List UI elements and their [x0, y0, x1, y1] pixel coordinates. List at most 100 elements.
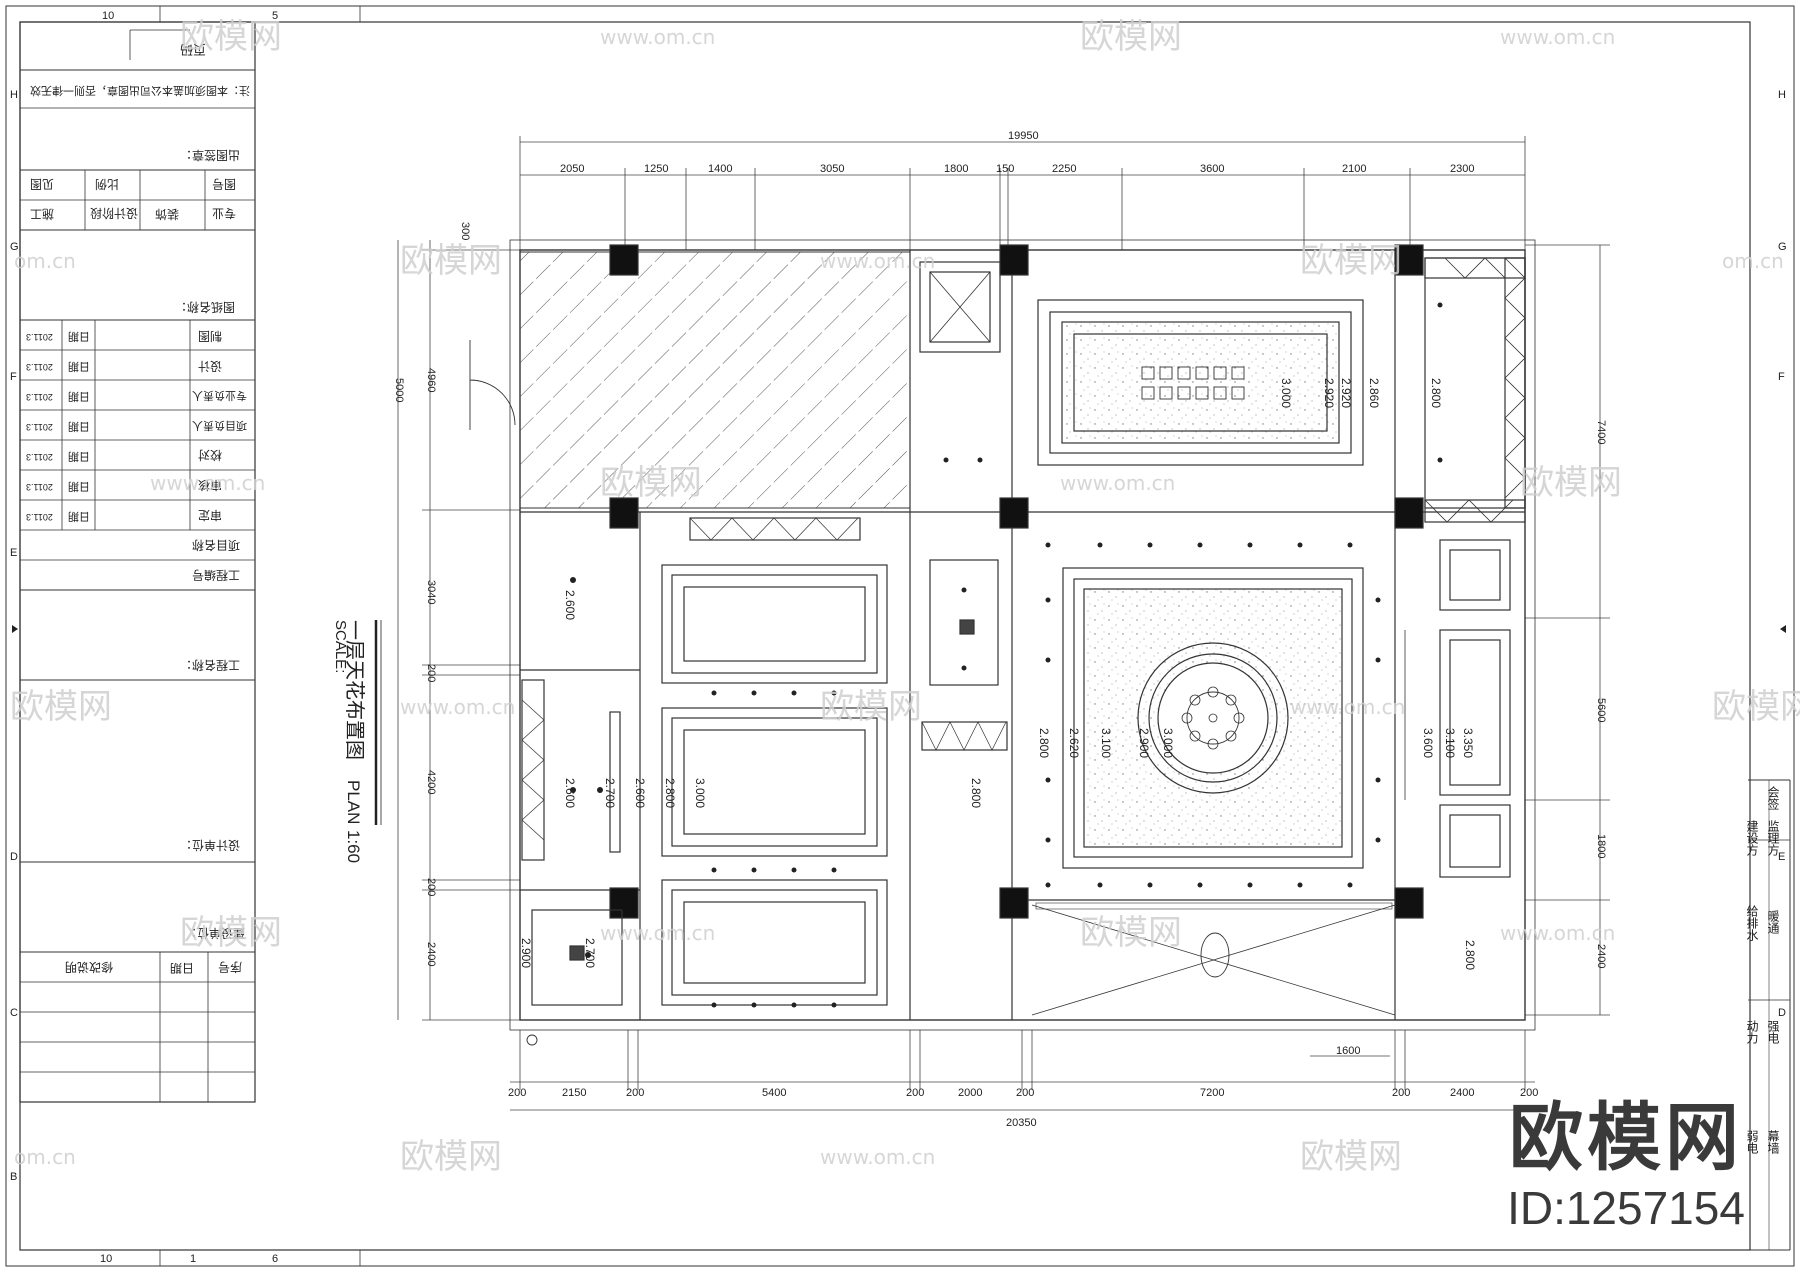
- dimension-lines: [397, 136, 1610, 1111]
- watermark-url-5: om.cn: [1722, 249, 1784, 273]
- brand-name: 欧模网: [1509, 1095, 1743, 1181]
- dim-left-3: 5000: [393, 378, 405, 402]
- dim-top-total: 19950: [1008, 130, 1039, 142]
- strip-label-1: 建设方: [1745, 820, 1759, 857]
- watermark-url-10: www.om.cn: [600, 921, 715, 945]
- height-label-9: 2.800: [969, 778, 983, 808]
- dim-bottom-9: 200: [1392, 1087, 1410, 1099]
- brand-id: ID:1257154: [1507, 1182, 1745, 1234]
- title-block-note: 注：本图须加盖本公司出图章，否则一律无效: [30, 84, 250, 98]
- watermark-brand-5: 欧模网: [600, 463, 702, 503]
- dim-right-3: 1800: [1595, 834, 1607, 858]
- watermark-url-6: www.om.cn: [150, 471, 265, 495]
- dim-bottom-3: 200: [626, 1087, 644, 1099]
- dim-bottom-2: 2150: [562, 1087, 586, 1099]
- height-label-17: 3.100: [1099, 728, 1113, 758]
- height-label-12: 2.920: [1339, 378, 1353, 408]
- sign-role-6: 审核: [198, 478, 222, 493]
- sign-date-label-7: 日期: [68, 510, 90, 523]
- plan-label: PLAN: [344, 780, 363, 824]
- watermark-url-13: www.om.cn: [820, 1145, 935, 1169]
- sign-date-1: 2011.3: [26, 332, 53, 342]
- major-value: 装饰: [155, 207, 179, 221]
- height-label-16: 2.620: [1067, 728, 1081, 758]
- dim-top-5: 1800: [944, 163, 968, 175]
- right-sign-strip: 建设方 监理方 会签 给排水 暖通 动力 强电 弱电 幕墙: [1745, 779, 1791, 1251]
- design-stage-value: 施工: [30, 207, 54, 221]
- scale-label-cell: 比例: [95, 177, 119, 191]
- sign-role-7: 审定: [198, 508, 222, 523]
- dim-left-2: 4960: [425, 368, 437, 392]
- center-arrow-left: [12, 625, 18, 633]
- height-label-7: 2.900: [519, 938, 533, 968]
- grid-mark-right-3: F: [1778, 371, 1785, 383]
- dim-top-8: 3600: [1200, 163, 1224, 175]
- height-label-21: 3.100: [1443, 728, 1457, 758]
- grid-marks-top: 10 5 10 1 6: [100, 6, 361, 1266]
- ceiling-plan: [469, 239, 1536, 1046]
- dim-right-4: 2400: [1595, 944, 1607, 968]
- watermark-brand-3: 欧模网: [400, 241, 502, 281]
- height-label-14: 2.800: [1429, 378, 1443, 408]
- revision-header-note: 修改说明: [65, 960, 113, 975]
- watermarks: 欧模网 欧模网 www.om.cn www.om.cn 欧模网 欧模网 om.c…: [10, 17, 1800, 1177]
- dim-right-1: 7400: [1595, 420, 1607, 444]
- light-fixtures: [570, 302, 1443, 1008]
- project-no-label: 工程编号: [192, 568, 240, 583]
- grid-mark-bottom-3: 6: [272, 1253, 278, 1265]
- sign-role-1: 制图: [198, 329, 222, 343]
- watermark-url-1: www.om.cn: [600, 25, 715, 49]
- plan-scale-label: SCALE:: [332, 620, 349, 673]
- drawing-name-label: 图纸名称：: [175, 300, 235, 315]
- height-label-10: 3.000: [1279, 378, 1293, 408]
- watermark-brand-13: 欧模网: [1300, 1137, 1402, 1177]
- grid-marks-sides: H G F E D C B H G F E D: [10, 89, 1787, 1183]
- sign-date-3: 2011.3: [26, 392, 53, 402]
- sign-rows: 制图 日期 2011.3 设计 日期 2011.3 专业负责人 日期 2011.…: [20, 320, 255, 591]
- plan-title-block: 一层天花布置图 PLAN 1:60 SCALE:: [332, 620, 382, 863]
- height-label-5: 2.800: [663, 778, 677, 808]
- hatched-zone: [519, 251, 911, 509]
- height-label-6: 3.000: [693, 778, 707, 808]
- dim-left-6: 4200: [425, 770, 437, 794]
- dim-left-5: 200: [425, 664, 437, 682]
- watermark-url-2: www.om.cn: [1500, 25, 1615, 49]
- height-label-15: 2.800: [1037, 728, 1051, 758]
- watermark-brand-12: 欧模网: [400, 1137, 502, 1177]
- dim-bottom-sub: 1600: [1336, 1045, 1360, 1057]
- sign-date-label-2: 日期: [68, 360, 90, 373]
- dim-bottom-10: 2400: [1450, 1087, 1474, 1099]
- sign-role-2: 设计: [198, 359, 222, 373]
- construction-unit-label: 建设单位：: [185, 926, 245, 941]
- sign-date-6: 2011.3: [26, 482, 53, 492]
- strip-label-2: 监理方: [1766, 820, 1780, 857]
- watermark-brand-8: 欧模网: [820, 687, 922, 727]
- title-block: 页码 注：本图须加盖本公司出图章，否则一律无效 出图签章： 专业 装饰 设计阶段…: [19, 21, 256, 1103]
- scale-value-cell: 见图: [30, 177, 54, 191]
- sign-date-4: 2011.3: [26, 422, 53, 432]
- grid-mark-right-2: G: [1778, 241, 1787, 253]
- watermark-brand-6: 欧模网: [1520, 463, 1622, 503]
- plan-scale-value: 1:60: [344, 830, 363, 863]
- ceiling-height-labels: 2.600 2.600 2.700 2.600 2.800 3.000 2.90…: [519, 378, 1477, 970]
- height-label-22: 3.350: [1461, 728, 1475, 758]
- dim-top-9: 2100: [1342, 163, 1366, 175]
- height-label-19: 3.000: [1161, 728, 1175, 758]
- design-stage-label: 设计阶段: [90, 206, 138, 221]
- dim-top-2: 1250: [644, 163, 668, 175]
- sign-date-label-5: 日期: [68, 450, 90, 463]
- height-label-4: 2.600: [633, 778, 647, 808]
- grid-mark-right-1: H: [1778, 89, 1786, 101]
- strip-label-4: 给排水: [1745, 905, 1759, 941]
- strip-label-6: 动力: [1745, 1020, 1759, 1045]
- grid-mark-left-4: E: [10, 547, 17, 559]
- dim-bottom-5: 200: [906, 1087, 924, 1099]
- revision-header-date: 日期: [170, 961, 194, 975]
- dim-bottom-11: 200: [1520, 1087, 1538, 1099]
- sign-date-7: 2011.3: [26, 512, 53, 522]
- dim-bottom-7: 200: [1016, 1087, 1034, 1099]
- grid-mark-left-5: D: [10, 851, 18, 863]
- project-name-label: 项目名称: [192, 538, 240, 553]
- title-block-header: 页码: [180, 41, 206, 56]
- design-unit-label: 设计单位：: [180, 838, 240, 853]
